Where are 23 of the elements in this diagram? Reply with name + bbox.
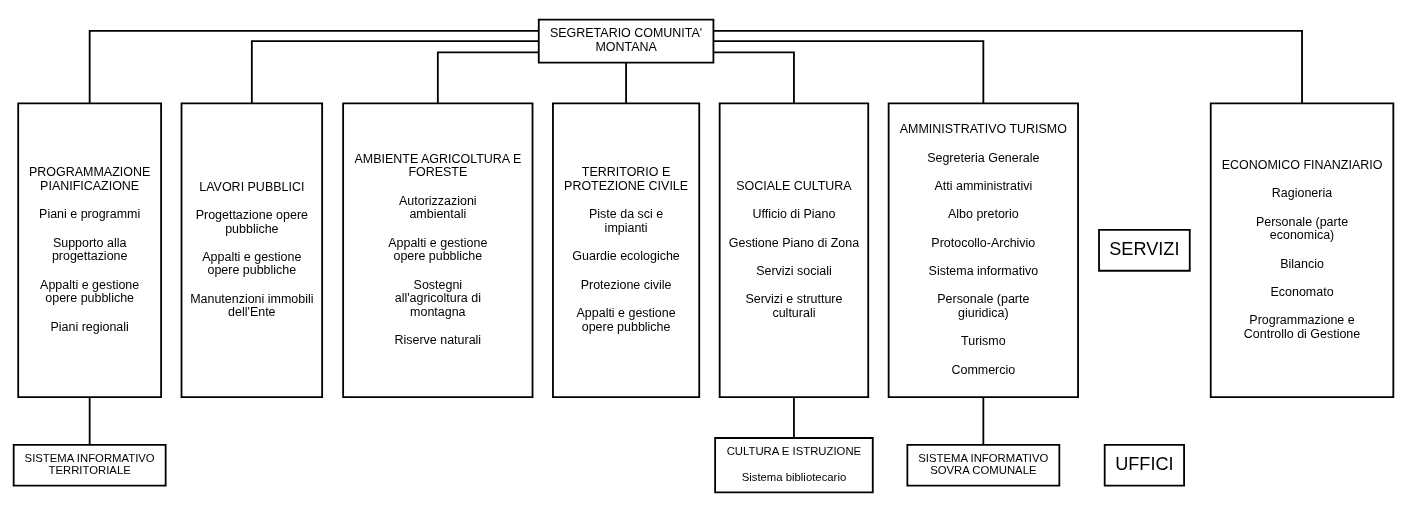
connector <box>436 51 540 105</box>
node-box: CULTURA E ISTRUZIONE Sistema bibliotecario <box>714 437 874 494</box>
connector <box>712 40 985 105</box>
node-box: SEGRETARIO COMUNITA' MONTANA <box>537 18 715 64</box>
node-box: UFFICI <box>1103 443 1185 487</box>
node-box: SISTEMA INFORMATIVO SOVRA COMUNALE <box>906 443 1061 487</box>
connector <box>712 29 1303 105</box>
connector <box>250 40 540 105</box>
node-box: TERRITORIO E PROTEZIONE CIVILE Piste da sci e impianti Guardie ecologiche Protezione civile Appalti e gestione opere pubbliche <box>552 102 701 399</box>
node-box: SISTEMA INFORMATIVO TERRITORIALE <box>12 443 167 487</box>
connector <box>982 396 985 446</box>
node-box: AMMINISTRATIVO TURISMO Segreteria Generale Atti amministrativi Albo pretorio Protocollo-Archivio Sistema informativo Personale (parte giuridica) Turismo Commercio <box>887 102 1079 399</box>
connector <box>625 61 627 105</box>
connector <box>88 29 540 105</box>
node-box: LAVORI PUBBLICI Progettazione opere pubbliche Appalti e gestione opere pubbliche Manutenzioni immobili dell'Ente <box>180 102 324 399</box>
node-box: SOCIALE CULTURA Ufficio di Piano Gestione Piano di Zona Servizi sociali Servizi e strutture culturali <box>718 102 870 399</box>
connector <box>88 396 91 446</box>
connector <box>793 396 795 439</box>
node-box: PROGRAMMAZIONE PIANIFICAZIONE Piani e programmi Supporto alla progettazione Appalti e gestione opere pubbliche Piani regionali <box>17 102 162 399</box>
node-box: SERVIZI <box>1098 229 1191 272</box>
node-box: AMBIENTE AGRICOLTURA E FORESTE Autorizzazioni ambientali Appalti e gestione opere pubbliche Sostegni all'agricoltura di montagna Riserve naturali <box>342 102 534 399</box>
node-box: ECONOMICO FINANZIARIO Ragioneria Personale (parte economica) Bilancio Economato Programmazione e Controllo di Gestione <box>1209 102 1395 399</box>
connector <box>712 51 795 105</box>
